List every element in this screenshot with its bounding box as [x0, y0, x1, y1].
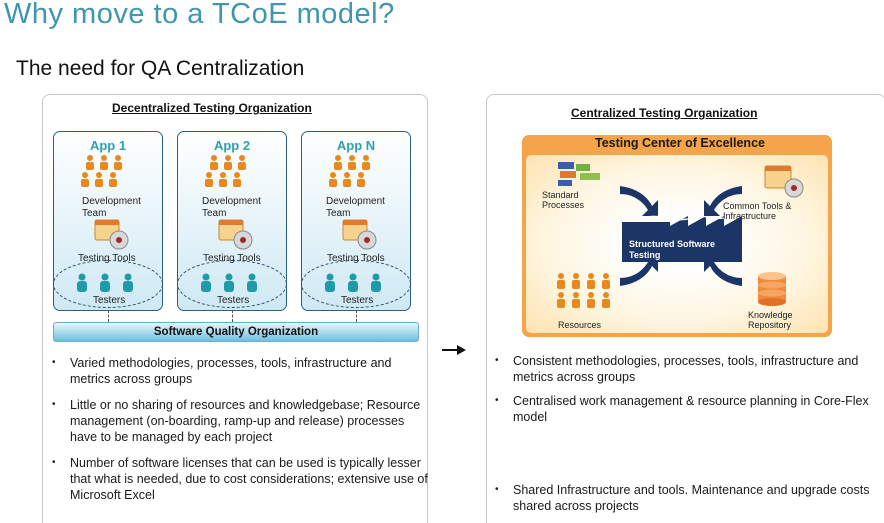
testing-tools-icon — [342, 219, 377, 250]
testers-group-ring — [301, 260, 411, 308]
knowledge-repository-icon — [758, 272, 786, 306]
connector-line — [356, 310, 357, 322]
list-item: Number of software licenses that can be … — [52, 455, 430, 503]
testing-tools-label: Testing Tools — [203, 253, 261, 264]
standard-processes-icon — [558, 162, 600, 186]
slide-subtitle: The need for QA Centralization — [16, 57, 305, 80]
connector-line — [108, 310, 109, 322]
standard-processes-text: Standard Processes — [542, 190, 585, 210]
centralized-heading: Centralized Testing Organization — [571, 106, 758, 120]
app-title: App N — [336, 138, 376, 153]
testing-tools-icon — [218, 219, 253, 250]
development-team-icon — [81, 155, 122, 187]
testers-icon — [77, 273, 133, 292]
development-team-icon — [205, 155, 246, 187]
list-item: Varied methodologies, processes, tools, … — [52, 355, 430, 387]
connector-line — [232, 310, 233, 322]
testers-label: Testers — [341, 295, 374, 306]
testers-icon — [325, 273, 381, 292]
common-tools-icon — [764, 165, 804, 198]
testers-group-ring — [53, 260, 163, 308]
testers-group-ring — [177, 260, 287, 308]
structured-testing-label: Structured Software Testing — [629, 239, 716, 260]
development-team-label: Development Team — [82, 196, 141, 219]
structured-testing-factory-icon — [620, 186, 742, 286]
software-quality-organization-bar: Software Quality Organization — [53, 322, 419, 342]
testing-tools-label: Testing Tools — [78, 253, 136, 264]
decentralized-heading: Decentralized Testing Organization — [112, 101, 312, 115]
list-item: Shared Infrastructure and tools. Mainten… — [495, 482, 883, 514]
app-title: App 1 — [89, 138, 127, 153]
knowledge-repository-label: Knowledge Repository — [748, 310, 793, 330]
list-item: Consistent methodologies, processes, too… — [495, 353, 883, 385]
list-item: Centralised work management & resource p… — [495, 393, 883, 425]
slide-title: Why move to a TCoE model? — [4, 0, 395, 30]
app-title: App 2 — [213, 138, 251, 153]
development-team-icon — [329, 155, 370, 187]
development-team-label: Development Team — [202, 196, 261, 219]
testing-tools-icon — [94, 219, 129, 250]
testers-label: Testers — [93, 295, 126, 306]
list-item: Little or no sharing of resources and kn… — [52, 397, 430, 445]
right-arrow-icon — [442, 345, 466, 355]
testers-icon — [201, 273, 257, 292]
resources-icon — [557, 273, 610, 308]
testers-label: Testers — [217, 295, 250, 306]
resources-label: Resources — [558, 320, 602, 330]
common-tools-label: Common Tools & Infrastructure — [723, 201, 792, 221]
development-team-label: Development Team — [326, 196, 385, 219]
standard-processes-label: Standard Processes — [542, 190, 594, 210]
testing-tools-label: Testing Tools — [327, 253, 385, 264]
tcoe-title: Testing Center of Excellence — [595, 136, 765, 150]
